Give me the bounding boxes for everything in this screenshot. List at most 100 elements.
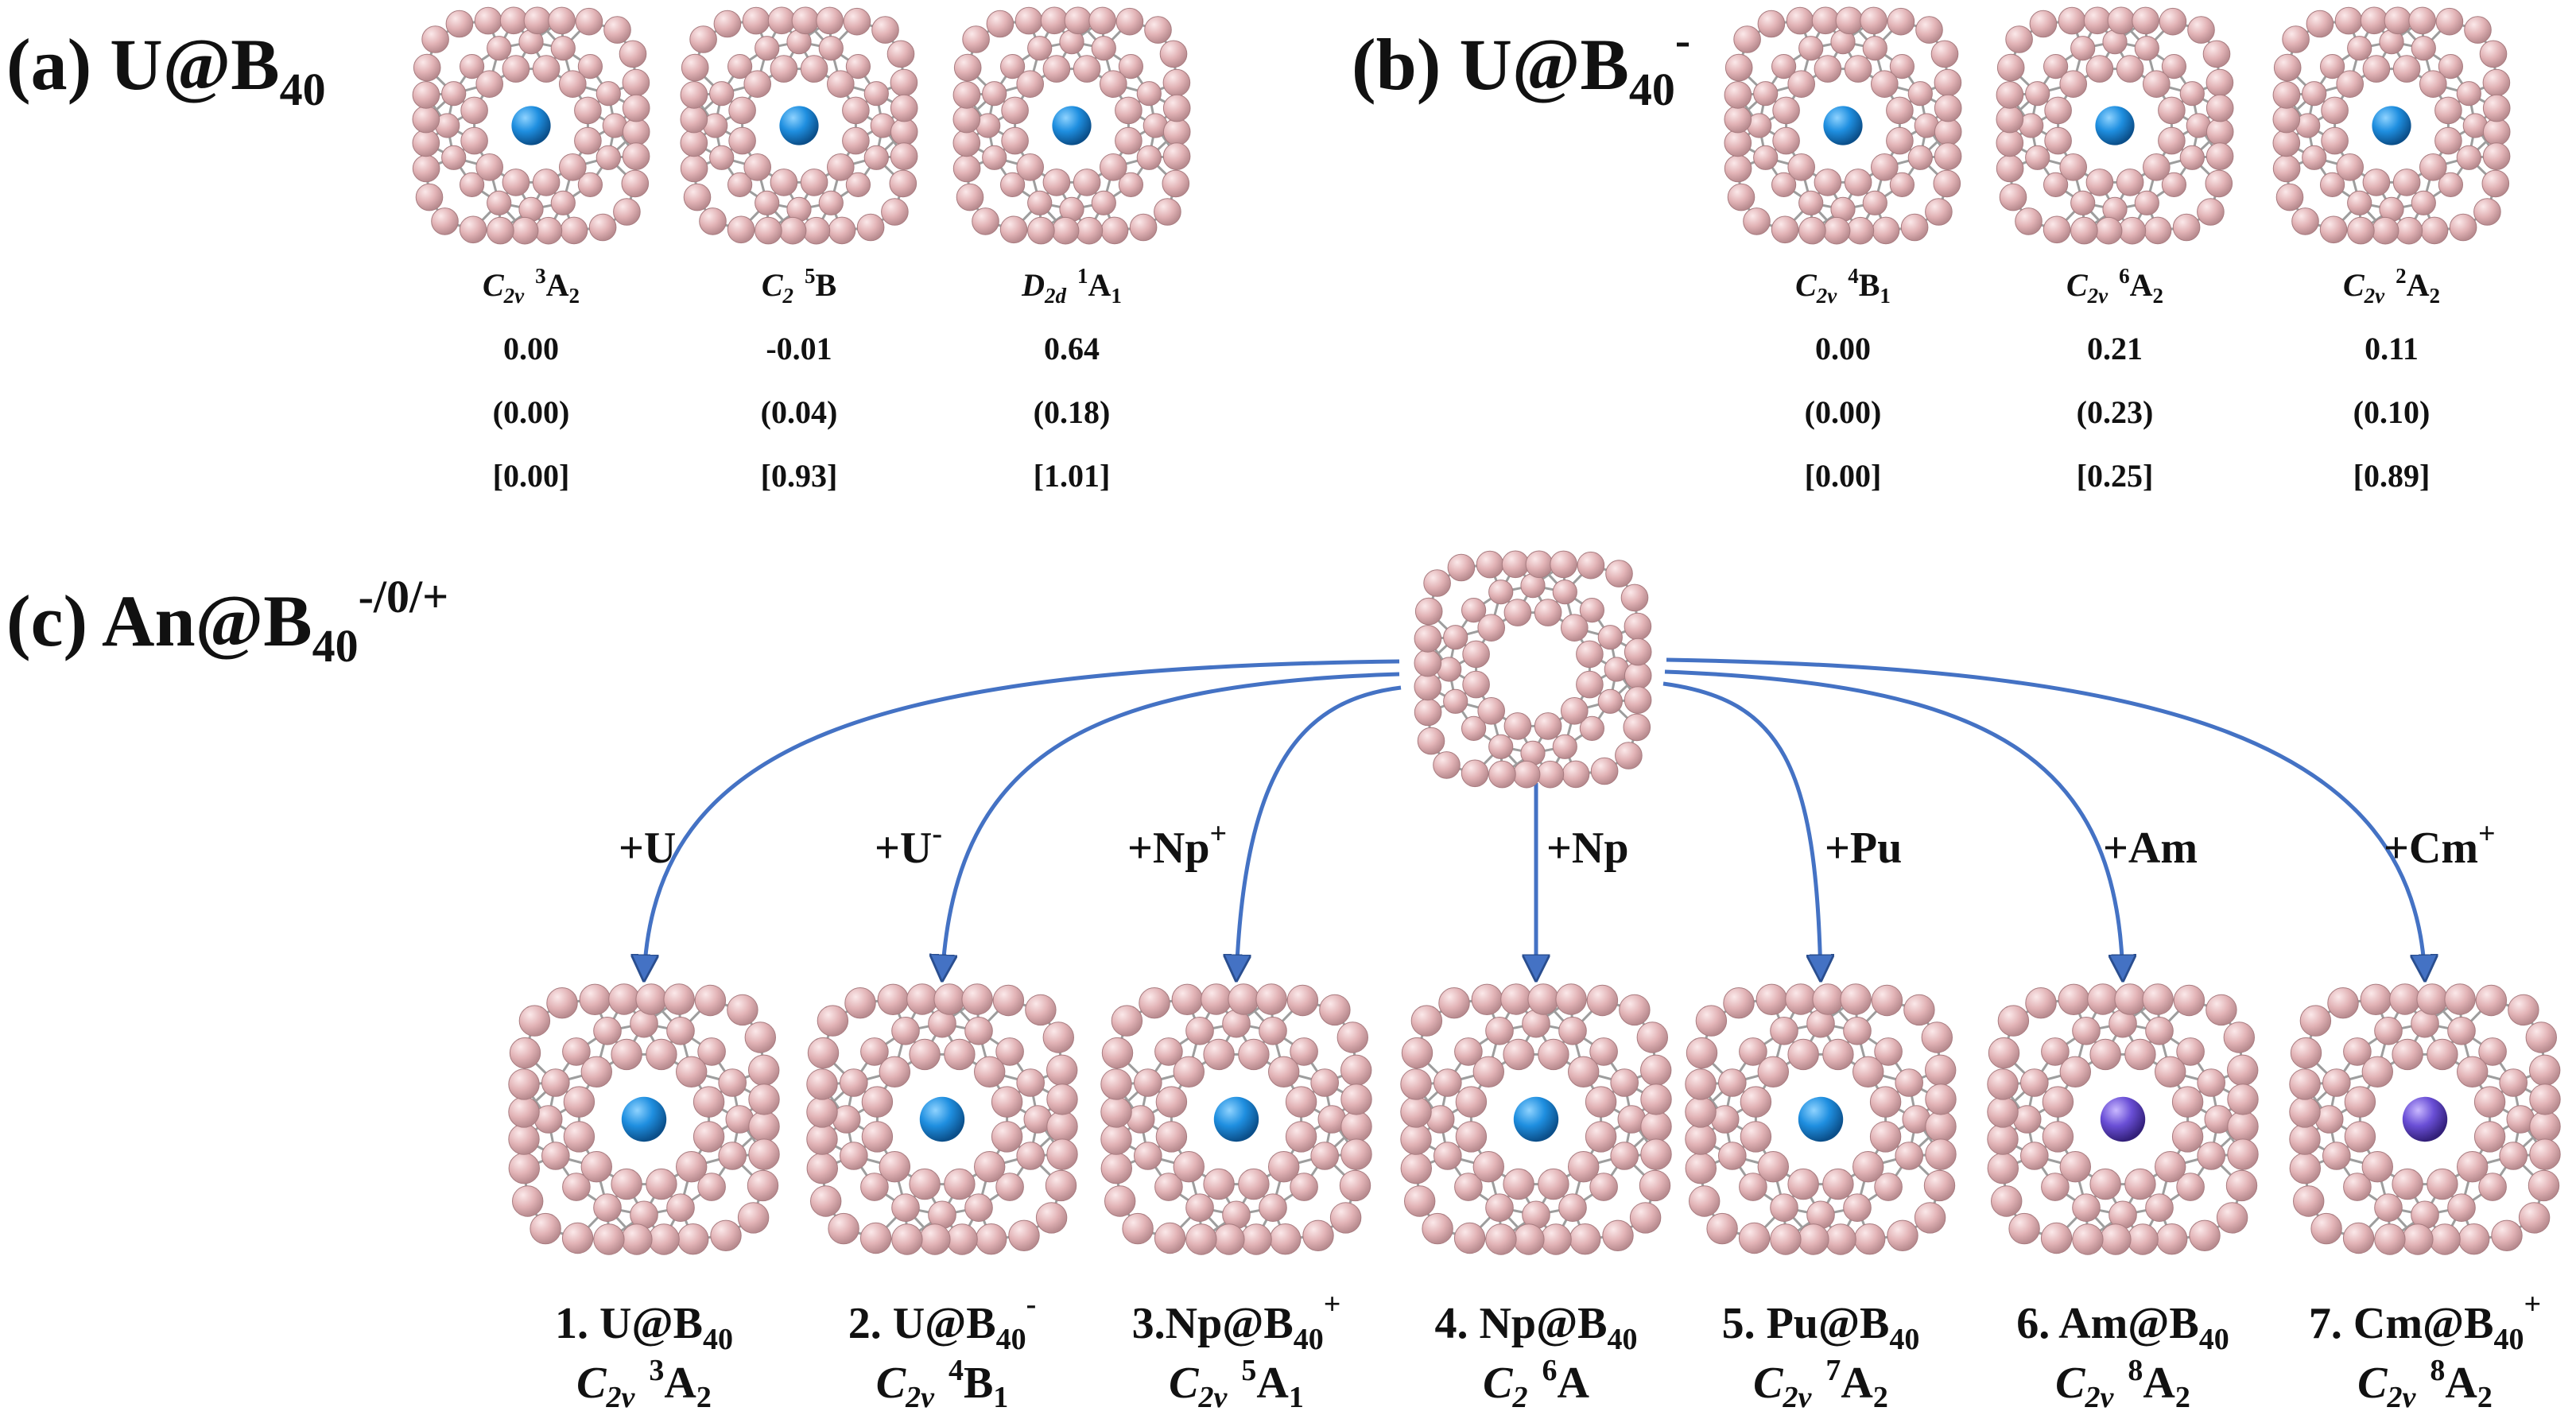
boron-atom bbox=[1201, 983, 1232, 1015]
boron-atom bbox=[1075, 216, 1104, 245]
b-sym-1: C2v6A2 bbox=[2066, 264, 2163, 308]
boron-atom bbox=[2289, 1123, 2321, 1155]
boron-atom bbox=[532, 55, 561, 83]
b-e3-1: [0.25] bbox=[2077, 458, 2154, 494]
boron-atom bbox=[2457, 1151, 2489, 1183]
boron-atom bbox=[2070, 216, 2098, 245]
boron-atom bbox=[1454, 1173, 1483, 1201]
arrow-7 bbox=[1666, 657, 2425, 979]
boron-atom bbox=[1319, 994, 1351, 1026]
cage-b-1 bbox=[1724, 6, 1962, 245]
boron-atom bbox=[697, 1037, 726, 1066]
boron-atom bbox=[2362, 55, 2391, 83]
boron-atom bbox=[845, 54, 871, 79]
boron-atom bbox=[2420, 216, 2449, 245]
boron-atom bbox=[2408, 6, 2436, 35]
boron-atom bbox=[1610, 1068, 1639, 1097]
cage-product-7 bbox=[2289, 983, 2561, 1255]
boron-atom bbox=[2145, 1017, 2174, 1045]
boron-atom bbox=[1860, 6, 1887, 35]
boron-atom bbox=[1843, 1193, 1872, 1222]
boron-atom bbox=[474, 6, 502, 35]
boron-atom bbox=[2227, 1138, 2259, 1170]
boron-atom bbox=[2491, 1219, 2523, 1252]
boron-atom bbox=[1991, 1185, 2023, 1217]
boron-atom bbox=[499, 6, 528, 35]
boron-atom bbox=[1996, 129, 2024, 157]
boron-atom bbox=[992, 984, 1025, 1017]
boron-atom bbox=[1602, 1219, 1634, 1252]
boron-atom bbox=[2072, 1017, 2101, 1045]
boron-atom bbox=[1008, 1219, 1040, 1252]
boron-atom bbox=[1624, 638, 1652, 666]
boron-atom bbox=[1996, 81, 2024, 109]
boron-atom bbox=[1757, 10, 1786, 38]
boron-atom bbox=[877, 983, 910, 1016]
boron-atom bbox=[1597, 625, 1623, 650]
boron-atom bbox=[2223, 1022, 2256, 1053]
boron-atom bbox=[1934, 142, 1962, 170]
boron-atom bbox=[1414, 673, 1442, 701]
boron-atom bbox=[1100, 216, 1129, 245]
boron-atom bbox=[891, 1017, 920, 1045]
boron-atom bbox=[2272, 154, 2301, 183]
boron-atom bbox=[718, 1068, 747, 1097]
b-e1-1: 0.21 bbox=[2087, 331, 2143, 366]
panel-a-labels: C2v3A2 0.00 (0.00) [0.00] C25B -0.01 (0.… bbox=[483, 264, 1122, 494]
boron-atom bbox=[502, 169, 530, 196]
boron-atom bbox=[2020, 1068, 2049, 1097]
boron-atom bbox=[1104, 1185, 1136, 1217]
boron-atom bbox=[1414, 625, 1442, 653]
boron-atom bbox=[1513, 1223, 1545, 1255]
boron-atom bbox=[1310, 1142, 1339, 1170]
boron-atom bbox=[1433, 751, 1461, 779]
boron-atom bbox=[2327, 987, 2359, 1019]
boron-atom bbox=[1585, 1121, 1617, 1153]
cage-a-1 bbox=[412, 6, 650, 245]
boron-atom bbox=[2478, 1037, 2507, 1066]
boron-atom bbox=[2171, 1121, 2204, 1153]
actinide-atom bbox=[1513, 1096, 1559, 1142]
boron-atom bbox=[816, 6, 844, 35]
boron-atom bbox=[974, 1056, 1006, 1088]
boron-atom bbox=[1886, 96, 1914, 125]
boron-atom bbox=[1000, 54, 1026, 79]
boron-atom bbox=[1895, 1142, 1923, 1170]
boron-atom bbox=[843, 7, 871, 36]
boron-atom bbox=[952, 129, 981, 157]
boron-atom bbox=[1134, 1142, 1162, 1170]
boron-atom bbox=[991, 1121, 1023, 1153]
boron-atom bbox=[2290, 1037, 2322, 1069]
boron-atom bbox=[2059, 1151, 2092, 1183]
boron-atom bbox=[2322, 1142, 2351, 1170]
boron-atom bbox=[508, 1096, 540, 1128]
boron-atom bbox=[2347, 36, 2372, 61]
boron-atom bbox=[1844, 169, 1872, 196]
a-sym-2: D2d1A1 bbox=[1021, 264, 1122, 308]
edge-label-6: +Am bbox=[2103, 824, 2198, 873]
boron-atom bbox=[2089, 1038, 2121, 1071]
boron-atom bbox=[1738, 1222, 1771, 1254]
boron-atom bbox=[944, 1038, 976, 1071]
boron-atom bbox=[1770, 1223, 1802, 1255]
boron-atom bbox=[2371, 216, 2399, 245]
boron-atom bbox=[2343, 1037, 2372, 1066]
boron-atom bbox=[1987, 1068, 2019, 1100]
boron-atom bbox=[1895, 1068, 1923, 1097]
cage-a-3 bbox=[952, 6, 1191, 245]
product-name-5: 5. Pu@B40 bbox=[1722, 1299, 1920, 1356]
product-name-2: 2. U@B40- bbox=[848, 1288, 1037, 1356]
boron-atom bbox=[1585, 1086, 1617, 1118]
boron-atom bbox=[2525, 1022, 2558, 1053]
boron-atom bbox=[412, 81, 440, 109]
boron-atom bbox=[1400, 1068, 1432, 1100]
b-e2-0: (0.00) bbox=[1805, 394, 1882, 430]
boron-atom bbox=[2189, 1219, 2221, 1252]
boron-atom bbox=[2272, 129, 2301, 157]
boron-atom bbox=[1162, 118, 1191, 146]
boron-atom bbox=[2059, 1056, 2092, 1088]
boron-atom bbox=[562, 1173, 591, 1201]
boron-atom bbox=[2005, 25, 2033, 53]
boron-atom bbox=[2116, 169, 2144, 196]
